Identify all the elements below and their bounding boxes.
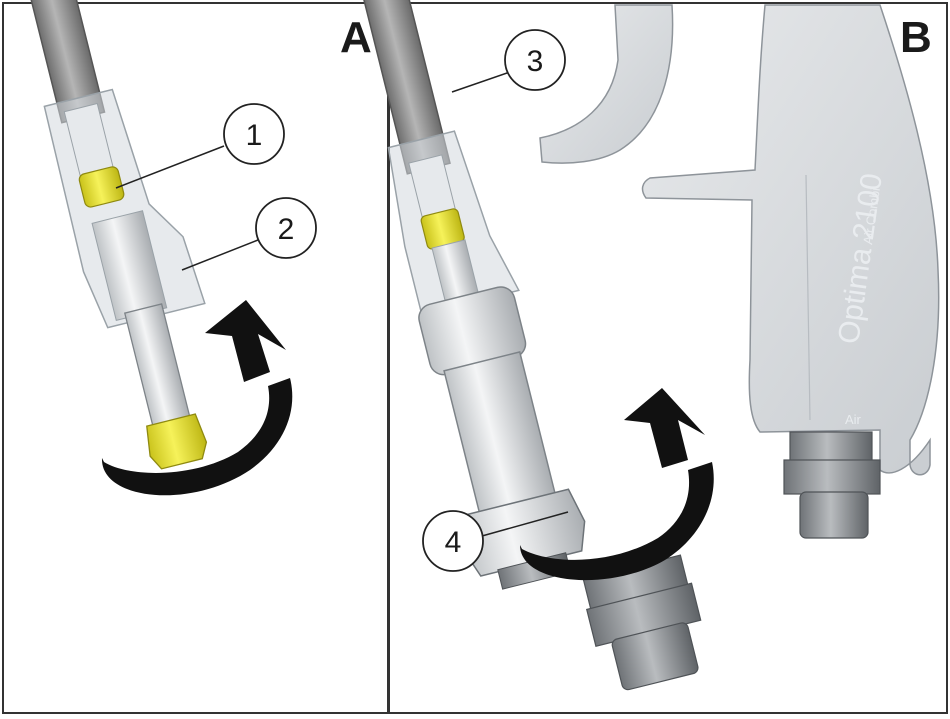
- gun-fitting-detached: [582, 554, 702, 691]
- arrow-head-b: [624, 388, 705, 468]
- callout-4: [422, 510, 484, 572]
- brass-nut: [146, 413, 208, 470]
- callout-1-label: 1: [246, 119, 263, 152]
- callout-1-leader: [115, 145, 225, 189]
- spray-gun-body: [641, 4, 940, 476]
- gun-hook: [539, 4, 674, 164]
- air-port-text: Air: [845, 412, 862, 427]
- callout-4-leader: [481, 511, 569, 537]
- panel-a: 1 2 A: [19, 0, 372, 496]
- panel-b-label: B: [900, 13, 932, 62]
- callout-3-label: 3: [527, 45, 544, 78]
- callout-3: [504, 29, 566, 91]
- callout-2-label: 2: [278, 213, 295, 246]
- callout-4-label: 4: [445, 526, 462, 559]
- grip-edge: [805, 174, 811, 421]
- panel-b: Optima 2100 Air Combi Air: [362, 0, 940, 691]
- callout-1: [223, 103, 285, 165]
- callout-2: [255, 197, 317, 259]
- gun-air-inlet: [783, 431, 881, 539]
- rotation-arrow-icon: [101, 378, 293, 496]
- brass-ring: [78, 166, 125, 208]
- callout-2-leader: [181, 239, 259, 271]
- panel-a-label: A: [340, 13, 372, 62]
- arrow-head: [205, 300, 286, 382]
- rotation-arrow-icon: [520, 462, 714, 581]
- callout-3-leader: [451, 71, 511, 93]
- panel-b-frame: [388, 2, 948, 714]
